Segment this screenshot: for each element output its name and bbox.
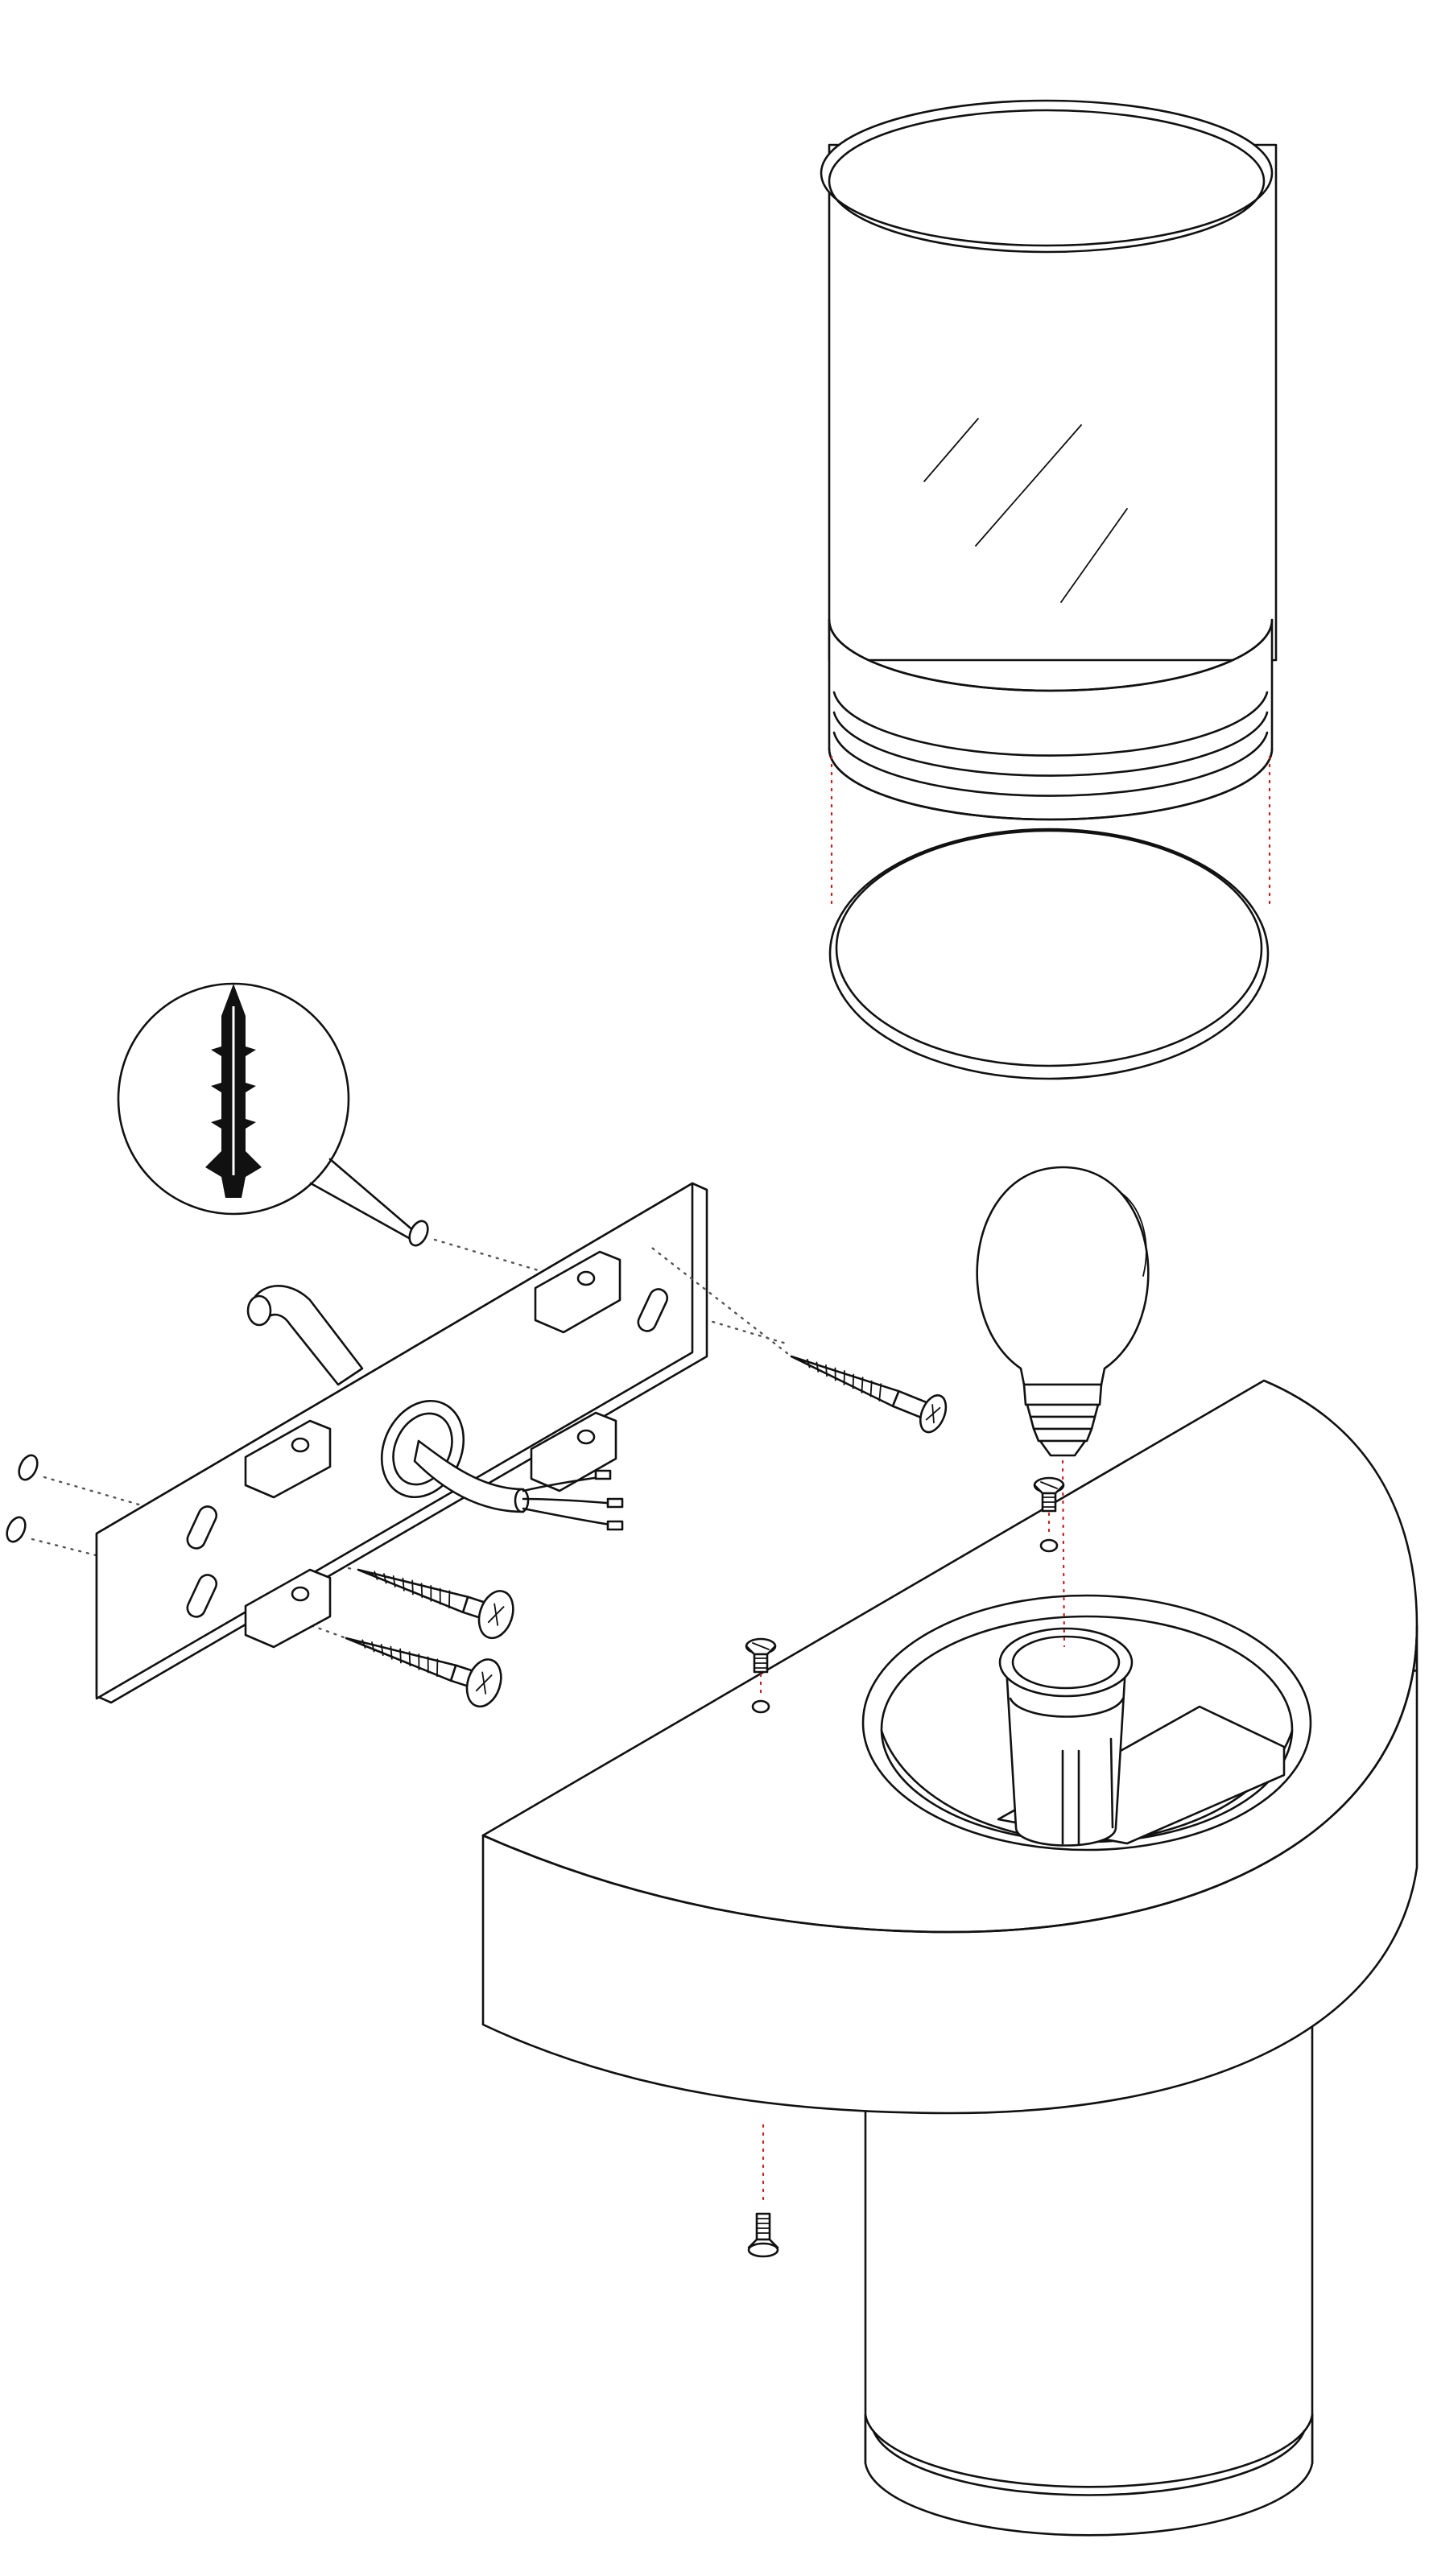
thread-line-3 — [832, 711, 1269, 777]
detail-leader-top — [328, 1158, 416, 1233]
wire-tip-2 — [606, 1497, 624, 1509]
half-round-lamp-body — [481, 1379, 1419, 2537]
body-top-edge — [481, 1624, 1419, 1934]
small-screw-countersink — [1033, 1484, 1065, 1495]
phillips-cross-icon — [475, 1671, 493, 1695]
small-screw-thread — [756, 2218, 770, 2234]
thread-line-1 — [828, 618, 1274, 692]
small-screw-slot — [1040, 1481, 1058, 1489]
light-bulb-icon — [976, 1166, 1150, 1457]
bulb-collar — [1022, 1383, 1103, 1406]
small-screw-thread — [754, 1657, 768, 1669]
bulb-thread-1 — [1026, 1403, 1100, 1418]
wood-screw-low — [345, 1637, 502, 1708]
tab-hole-lower-left — [291, 1586, 310, 1602]
thread-line-4 — [832, 731, 1269, 797]
small-screw-shank — [755, 2212, 771, 2241]
shade-top-cap-edge — [828, 109, 1266, 254]
wood-screw-low-thread — [361, 1639, 439, 1678]
bulb-guide — [1061, 1459, 1066, 1648]
small-machine-screw-bottom — [747, 2212, 779, 2258]
thread-line-5 — [828, 747, 1274, 821]
cable-rear-end — [246, 1294, 272, 1327]
tab-hole-top — [576, 1270, 596, 1286]
wall-hole-top — [408, 1220, 429, 1247]
wire-1 — [522, 1476, 601, 1492]
small-machine-screw-left — [745, 1637, 777, 1674]
top-screw-hole-right — [1039, 1538, 1059, 1553]
bulb-base-tip — [1039, 1439, 1087, 1457]
socket-ring — [1009, 1697, 1125, 1718]
wall-hole-left-1 — [18, 1454, 39, 1481]
detail-leader-bottom — [309, 1182, 411, 1240]
socket-body — [1005, 1665, 1127, 1847]
bulb-thread-2 — [1029, 1415, 1096, 1430]
power-cable — [246, 1285, 364, 1386]
plate-tab-mid — [530, 1411, 617, 1492]
small-screw-thread — [1042, 1496, 1056, 1508]
wood-screw-mid-thread — [374, 1571, 451, 1609]
plate-tab-lower-left — [244, 1568, 332, 1649]
socket-slot-3 — [1109, 1737, 1114, 1829]
plate-tab-top — [534, 1250, 622, 1334]
small-screw-countersink — [745, 1645, 777, 1656]
base-cylinder-band-mid — [872, 2429, 1306, 2496]
wood-screw-mid-shank — [357, 1568, 469, 1614]
plate-slot-left-2 — [186, 1574, 218, 1618]
wire-tip-1 — [594, 1469, 612, 1480]
wire-2 — [522, 1497, 617, 1505]
wall-hole-left-2 — [6, 1516, 27, 1543]
tab-hole-upper-left — [291, 1437, 310, 1453]
top-screw-hole-left — [751, 1699, 770, 1714]
wall-mounting-plate — [95, 1182, 708, 1704]
wire-3 — [522, 1507, 617, 1527]
small-screw-slot — [752, 1642, 770, 1650]
shade-top-cap — [820, 99, 1274, 247]
phillips-cross-icon — [925, 1404, 941, 1424]
shade-gasket-ring — [828, 828, 1270, 1080]
socket-opening — [1011, 1635, 1121, 1690]
wood-screw-top — [651, 1247, 948, 1434]
wood-screw-low-shank — [345, 1637, 457, 1682]
gasket-ring-outer — [828, 828, 1270, 1080]
cable-rear — [248, 1285, 364, 1386]
tab-hole-mid — [576, 1429, 596, 1445]
plug-guide-left-2 — [31, 1538, 187, 1579]
bulb-glass — [976, 1166, 1150, 1386]
wood-screw-top-shank — [790, 1355, 900, 1408]
wire-tip-3 — [606, 1520, 624, 1531]
small-machine-screw-right — [1033, 1476, 1065, 1513]
plate-slot-left-1 — [186, 1505, 218, 1550]
base-cylinder-band-top — [864, 2413, 1314, 2488]
wood-screw-mid — [357, 1568, 514, 1640]
wall-plug-detail — [117, 982, 416, 1240]
gasket-ring-inner — [835, 829, 1263, 1067]
small-screw-head — [747, 2242, 779, 2258]
base-cylinder-band — [864, 2413, 1314, 2537]
glass-reflection-3 — [1060, 508, 1128, 603]
socket-rim — [998, 1627, 1134, 1698]
glass-reflection-2 — [975, 424, 1082, 547]
glass-cylinder-shade — [820, 99, 1278, 821]
plug-guide-left-1 — [43, 1476, 199, 1523]
cable-front-end — [514, 1488, 530, 1513]
wood-screw-top-guide — [651, 1247, 793, 1358]
plate-tab-upper-left — [244, 1419, 332, 1499]
bulb-thread-3 — [1032, 1427, 1093, 1443]
power-cable-front — [413, 1439, 624, 1531]
wood-screw-top-thread — [807, 1358, 882, 1402]
phillips-cross-icon — [487, 1603, 505, 1626]
bulb-highlight — [1118, 1191, 1147, 1277]
glass-reflection-1 — [923, 418, 979, 482]
plate-slot-right — [637, 1288, 669, 1332]
lamp-socket — [998, 1627, 1134, 1847]
thread-line-2 — [832, 691, 1269, 757]
